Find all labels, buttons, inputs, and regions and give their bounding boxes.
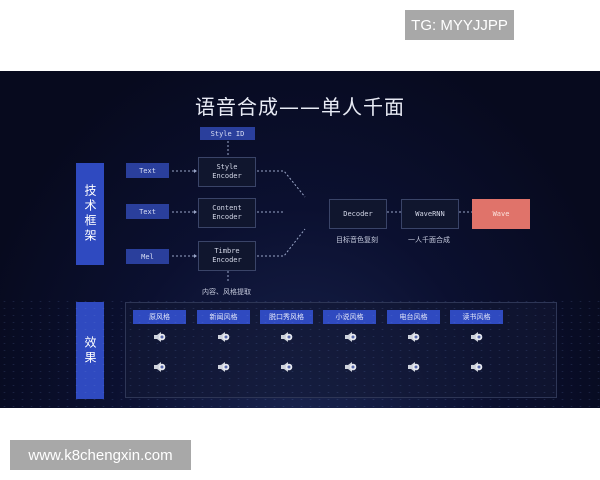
effect-panel: 原风格 新闻风格 脱口秀风格 小说风格 电台风格 读书风格: [125, 302, 557, 398]
style-encoder-line1: Style: [216, 163, 238, 171]
style-tag-original: 原风格: [133, 310, 186, 324]
speaker-icon[interactable]: [344, 330, 358, 344]
speaker-icon[interactable]: [407, 360, 421, 374]
watermark-bottom: www.k8chengxin.com: [10, 440, 191, 470]
speaker-icon[interactable]: [280, 330, 294, 344]
speaker-icon[interactable]: [470, 360, 484, 374]
content-encoder-line1: Content: [212, 204, 242, 212]
style-tag-news: 新闻风格: [197, 310, 250, 324]
style-id-input: Style ID: [200, 127, 255, 140]
style-tag-talkshow: 脱口秀风格: [260, 310, 313, 324]
slide-title: 语音合成——单人千面: [195, 95, 405, 119]
style-tag-radio: 电台风格: [387, 310, 440, 324]
speaker-icon[interactable]: [153, 360, 167, 374]
decoder-caption: 目标音色复刻: [336, 236, 378, 244]
content-encoder-box: Content Encoder: [198, 198, 256, 228]
timbre-encoder-line1: Timbre: [214, 247, 240, 255]
decoder-box: Decoder: [329, 199, 387, 229]
section-label-effect: 效果: [76, 302, 104, 399]
timbre-encoder-box: Timbre Encoder: [198, 241, 256, 271]
style-tag-novel: 小说风格: [323, 310, 376, 324]
speaker-icon[interactable]: [470, 330, 484, 344]
section-label-tech: 技术框架: [76, 163, 104, 265]
style-encoder-line2: Encoder: [212, 172, 242, 180]
wave-output-box: Wave: [472, 199, 530, 229]
speaker-icon[interactable]: [217, 330, 231, 344]
text-input-2: Text: [126, 204, 169, 219]
watermark-top: TG: MYYJJPP: [405, 10, 514, 40]
style-tag-reading: 读书风格: [450, 310, 503, 324]
section-label-tech-text: 技术框架: [83, 184, 97, 244]
wavernn-box: WaveRNN: [401, 199, 459, 229]
speaker-icon[interactable]: [407, 330, 421, 344]
speaker-icon[interactable]: [153, 330, 167, 344]
diagram-slide: 语音合成——单人千面 技术框架 Style ID Text: [0, 71, 600, 408]
mel-input: Mel: [126, 249, 169, 264]
section-label-effect-text: 效果: [83, 335, 97, 366]
speaker-icon[interactable]: [344, 360, 358, 374]
timbre-encoder-line2: Encoder: [212, 256, 242, 264]
speaker-icon[interactable]: [280, 360, 294, 374]
content-encoder-line2: Encoder: [212, 213, 242, 221]
vocoder-caption: 一人千面合成: [408, 236, 450, 244]
timbre-extract-caption: 内容、风格提取: [202, 288, 251, 296]
speaker-icon[interactable]: [217, 360, 231, 374]
wavernn-label: WaveRNN: [415, 209, 445, 218]
decoder-label: Decoder: [343, 209, 373, 218]
style-encoder-box: Style Encoder: [198, 157, 256, 187]
text-input-1: Text: [126, 163, 169, 178]
